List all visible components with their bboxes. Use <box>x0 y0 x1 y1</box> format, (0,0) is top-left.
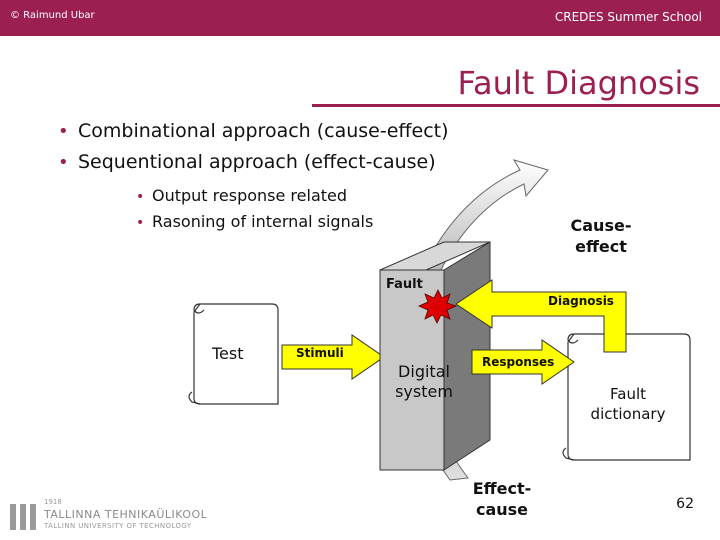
sub-bullet-item: • Output response related <box>136 186 373 205</box>
test-label: Test <box>212 344 244 363</box>
digital-system-label: Digital system <box>384 362 464 402</box>
fault-dictionary-label: Fault dictionary <box>580 384 676 424</box>
digital-system-line: Digital <box>398 362 450 381</box>
university-emblem-icon <box>10 504 36 530</box>
fault-label: Fault <box>386 277 423 292</box>
cause-effect-line: Cause- <box>570 216 632 235</box>
logo-year: 1918 <box>44 498 62 506</box>
digital-system-line: system <box>395 382 453 401</box>
fault-burst-icon <box>418 289 458 324</box>
bullet-dot-icon: • <box>58 121 69 142</box>
fault-dictionary-scroll-icon <box>562 333 691 461</box>
bullet-text: Combinational approach (cause-effect) <box>78 120 449 142</box>
logo-name-english: TALLINN UNIVERSITY OF TECHNOLOGY <box>44 522 192 530</box>
bullet-item: • Combinational approach (cause-effect) <box>58 120 449 142</box>
test-scroll-icon <box>188 303 279 405</box>
effect-cause-label: Effect- cause <box>462 478 542 520</box>
responses-arrow-icon <box>471 339 575 385</box>
logo-name-estonian: TALLINNA TEHNIKAÜLIKOOL <box>44 508 208 521</box>
effect-cause-line: cause <box>475 500 529 519</box>
sub-bullet-text: Output response related <box>152 186 348 205</box>
bullet-dot-icon: • <box>136 215 145 231</box>
fault-dictionary-line: dictionary <box>590 405 666 423</box>
copyright-text: © Raimund Ubar <box>10 10 95 21</box>
bullet-item: • Sequentional approach (effect-cause) <box>58 151 449 173</box>
stimuli-arrow-icon <box>281 334 385 380</box>
cause-effect-line: effect <box>575 237 627 256</box>
effect-cause-line: Effect- <box>472 479 532 498</box>
sub-bullets: • Output response related • Rasoning of in… <box>136 186 373 238</box>
diagnosis-arrow-icon <box>455 279 627 353</box>
course-name: CREDES Summer School <box>554 10 702 24</box>
main-bullets: • Combinational approach (cause-effect) •… <box>58 120 449 182</box>
responses-label: Responses <box>482 355 555 369</box>
cause-effect-label: Cause- effect <box>556 215 646 257</box>
page-number: 62 <box>676 496 694 512</box>
bullet-dot-icon: • <box>136 189 145 205</box>
header-bar: © Raimund Ubar CREDES Summer School <box>0 0 720 36</box>
sub-bullet-text: Rasoning of internal signals <box>152 212 374 231</box>
bullet-text: Sequentional approach (effect-cause) <box>78 151 436 173</box>
diagnosis-label: Diagnosis <box>548 294 614 308</box>
stimuli-label: Stimuli <box>296 346 344 360</box>
sub-bullet-item: • Rasoning of internal signals <box>136 212 373 231</box>
slide-title: Fault Diagnosis <box>457 64 700 102</box>
title-underline <box>312 104 720 107</box>
bullet-dot-icon: • <box>58 152 69 173</box>
fault-dictionary-line: Fault <box>610 385 646 403</box>
university-logo: 1918 TALLINNA TEHNIKAÜLIKOOL TALLINN UNI… <box>8 498 218 536</box>
